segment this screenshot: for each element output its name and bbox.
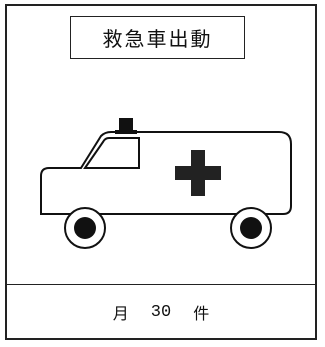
monthly-count: 月 30 件 — [7, 286, 315, 338]
divider — [7, 284, 315, 285]
page-title: 救急車出動 — [70, 16, 245, 59]
dispatch-count: 30 — [150, 302, 172, 322]
count-unit: 件 — [193, 304, 210, 323]
month-label: 月 — [112, 304, 129, 323]
poster-frame: 救急車出動 月 30 件 — [5, 4, 317, 340]
ambulance-icon — [40, 118, 292, 249]
